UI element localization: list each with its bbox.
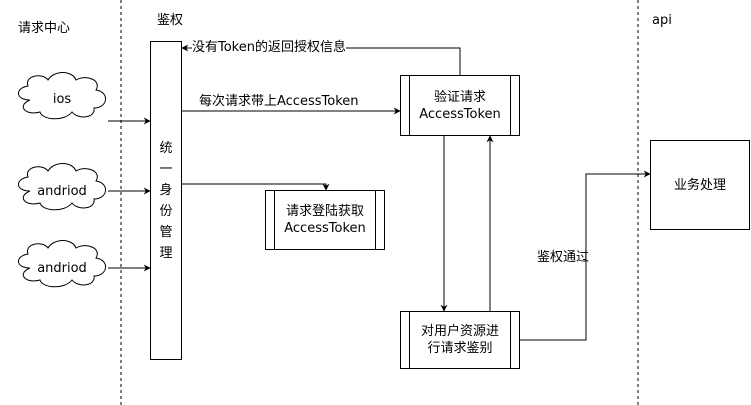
business-processing-box[interactable]: 业务处理 [650,140,750,230]
verify-token-box[interactable]: 验证请求 AccessToken [400,75,520,136]
cloud-label-android-2: andriod [37,261,87,276]
identity-char-6: 理 [159,245,173,261]
cloud-android-1[interactable] [18,163,106,211]
arrow-resource-to-business [520,170,651,341]
identity-char-4: 份 [159,203,173,219]
cloud-android-2[interactable] [18,240,106,288]
identity-char-5: 管 [159,224,173,240]
login-line2: AccessToken [284,221,366,236]
edge-label-auth-passed: 鉴权通过 [537,250,590,265]
resource-line1: 对用户资源进 [420,324,499,339]
lane-title-client-center: 请求中心 [18,21,71,36]
arrow-identity-to-login [182,183,330,191]
cloud-ios[interactable] [18,72,106,120]
identity-char-3: 身 [159,182,173,198]
edge-label-no-token: 没有Token的返回授权信息 [192,40,346,56]
business-label: 业务处理 [673,177,726,193]
verify-token-line2: AccessToken [419,106,501,122]
verify-token-line1: 验证请求 [433,89,486,105]
cloud-label-ios: ios [52,92,72,107]
edge-label-with-token: 每次请求带上AccessToken [199,94,359,109]
lane-title-auth: 鉴权 [157,13,184,28]
identity-management-box[interactable]: 统 一 身 份 管 理 [150,41,182,360]
login-line1: 请求登陆获取 [285,204,364,219]
resource-line2: 行请求鉴别 [427,341,493,356]
cloud-label-android-1: andriod [37,184,87,199]
lane-title-api: api [652,13,672,28]
login-get-token-box[interactable]: 请求登陆获取 AccessToken [265,190,385,250]
resource-check-box[interactable]: 对用户资源进 行请求鉴别 [400,311,520,369]
identity-char-2: 一 [159,161,173,177]
identity-char-1: 统 [159,140,173,156]
